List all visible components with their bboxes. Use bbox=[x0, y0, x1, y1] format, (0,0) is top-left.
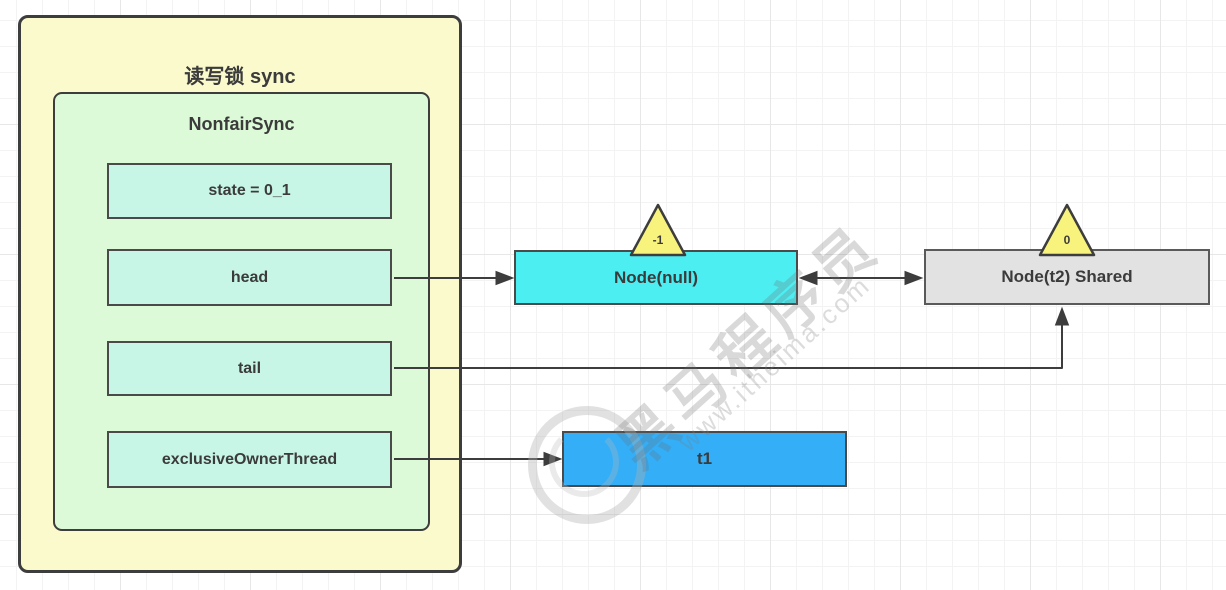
arrowhead-right-icon bbox=[495, 270, 515, 286]
field-tail-label: tail bbox=[237, 359, 262, 377]
nonfair-sync-title: NonfairSync bbox=[188, 114, 295, 134]
thread-t1-box[interactable]: t1 bbox=[562, 431, 847, 487]
edge-tail-to-node-t2[interactable] bbox=[394, 306, 1070, 369]
node-t2-shared-box[interactable]: Node(t2) Shared bbox=[924, 249, 1210, 305]
thread-t1-label: t1 bbox=[696, 449, 713, 468]
triangle-icon bbox=[1038, 203, 1096, 257]
node-t2-shared-label: Node(t2) Shared bbox=[1001, 267, 1133, 286]
node-null-box[interactable]: Node(null) bbox=[514, 250, 798, 305]
field-state-label: state = 0_1 bbox=[208, 182, 291, 199]
wait-status-triangle-node-null[interactable]: -1 bbox=[628, 202, 688, 258]
field-tail[interactable]: tail bbox=[107, 341, 392, 396]
wait-status-value: -1 bbox=[652, 233, 664, 247]
edge-node-null-node-t2[interactable] bbox=[798, 270, 924, 286]
arrowhead-left-icon bbox=[798, 270, 818, 286]
field-exclusive-owner-thread[interactable]: exclusiveOwnerThread bbox=[107, 431, 392, 488]
field-head[interactable]: head bbox=[107, 249, 392, 306]
arrowhead-right-icon bbox=[543, 451, 563, 467]
field-state[interactable]: state = 0_1 bbox=[107, 163, 392, 219]
arrowhead-up-icon bbox=[1054, 306, 1070, 326]
arrowhead-right-icon bbox=[904, 270, 924, 286]
wait-status-value: 0 bbox=[1063, 233, 1071, 247]
wait-status-triangle-node-t2[interactable]: 0 bbox=[1037, 202, 1097, 258]
field-exclusive-owner-thread-label: exclusiveOwnerThread bbox=[161, 450, 338, 468]
field-head-label: head bbox=[230, 268, 269, 286]
rw-lock-sync-title: 读写锁 sync bbox=[184, 66, 296, 88]
node-null-label: Node(null) bbox=[613, 267, 699, 287]
triangle-icon bbox=[629, 203, 687, 257]
